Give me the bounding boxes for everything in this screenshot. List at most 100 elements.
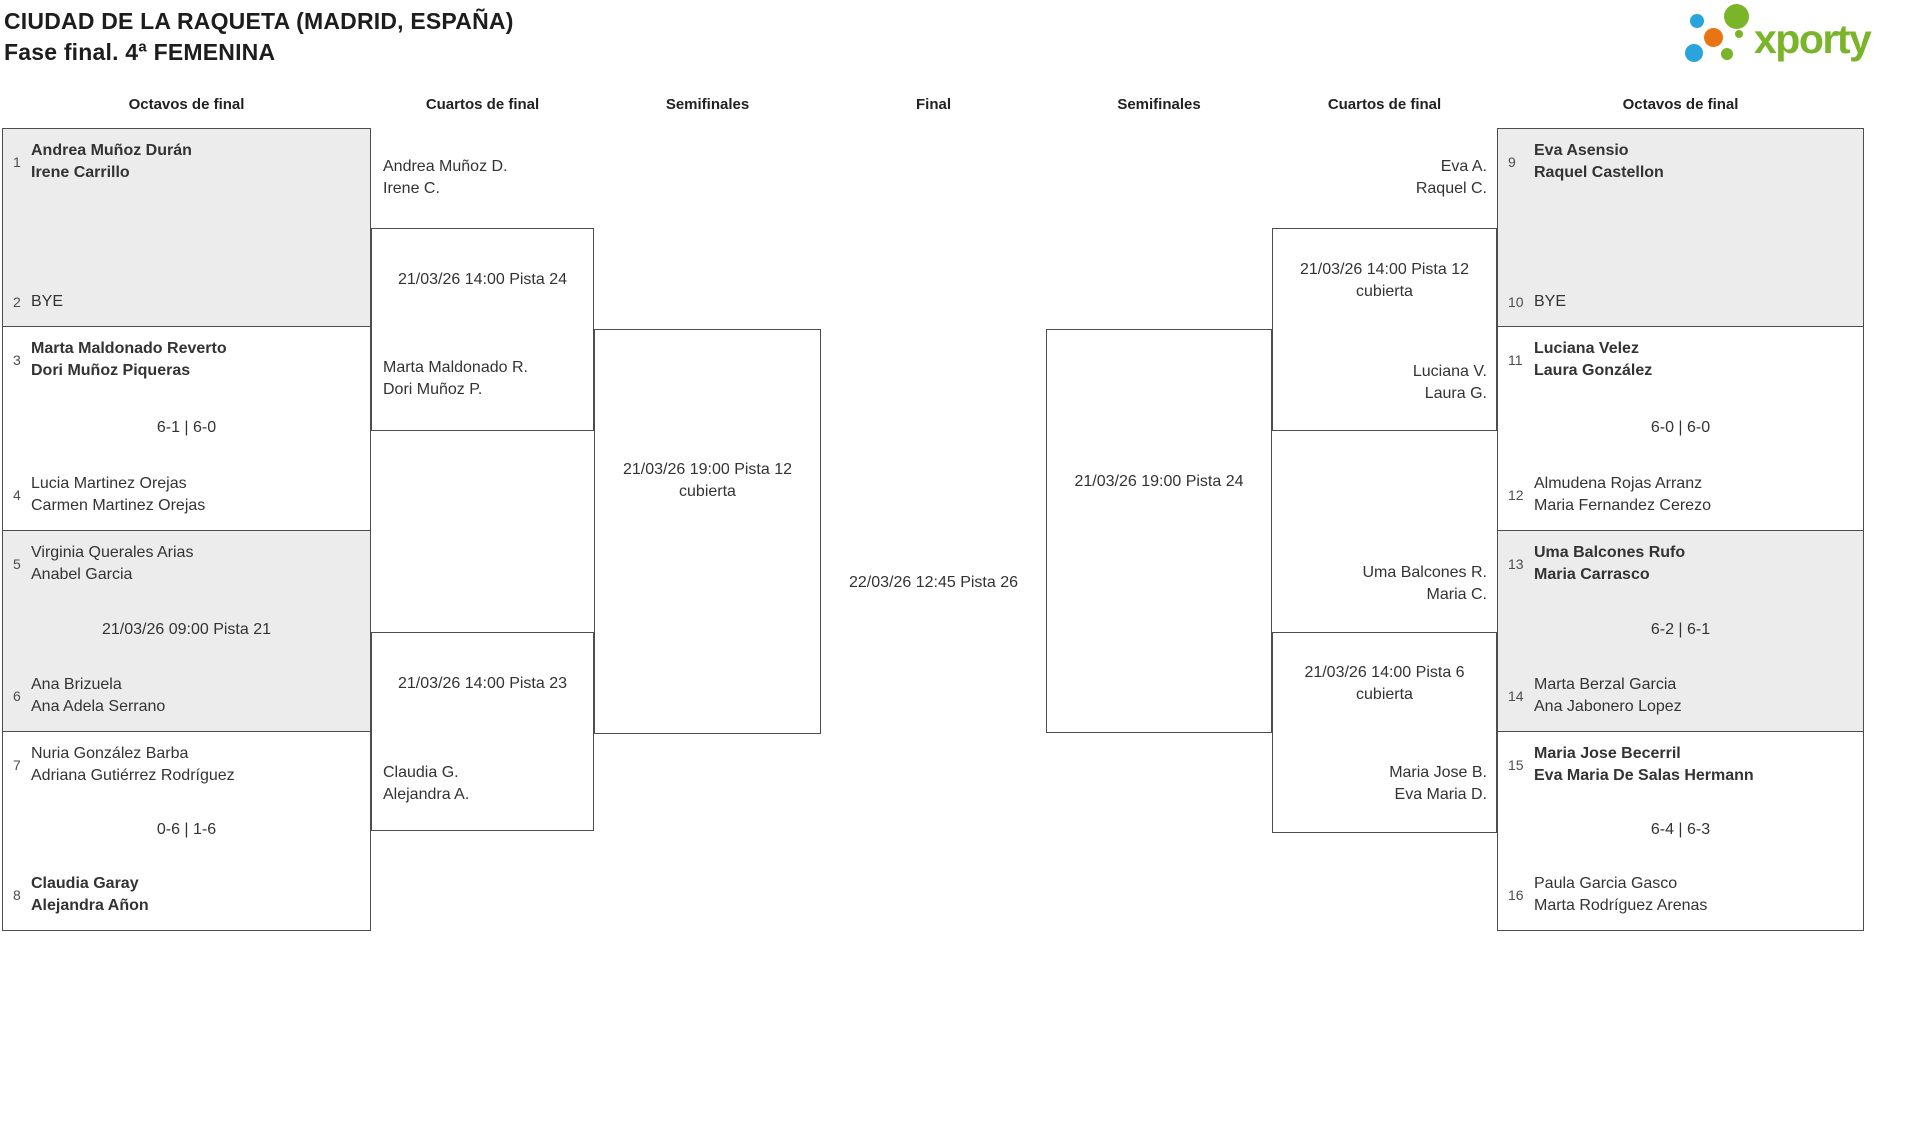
- seed-number: 15: [1508, 757, 1524, 773]
- match-schedule: 21/03/26 09:00 Pista 21: [101, 621, 272, 638]
- match-box-1-2[interactable]: 1 Andrea Muñoz Durán Irene Carrillo 2 BY…: [2, 128, 371, 327]
- player-name: Eva Asensio: [1534, 142, 1629, 159]
- qf4-team-bottom: Maria Jose B. Eva Maria D.: [1272, 762, 1487, 806]
- seed-number: 6: [13, 688, 21, 704]
- team-row: 12 Almudena Rojas Arranz Maria Fernandez…: [1508, 473, 1853, 517]
- schedule-line: 21/03/26 19:00 Pista 12: [622, 461, 793, 478]
- player-name: Marta Maldonado Reverto: [31, 340, 227, 357]
- quarterfinal-box-1[interactable]: [371, 228, 594, 431]
- seed-number: 13: [1508, 556, 1524, 572]
- player-name: Ana Adela Serrano: [31, 698, 166, 715]
- player-name: Almudena Rojas Arranz: [1534, 475, 1703, 492]
- qf1-team-top: Andrea Muñoz D. Irene C.: [383, 156, 508, 200]
- semifinal-box-left[interactable]: [594, 329, 821, 734]
- player-name: Raquel C.: [1415, 180, 1487, 197]
- seed-number: 5: [13, 556, 21, 572]
- seed-number: 9: [1508, 154, 1516, 170]
- team-row: 16 Paula Garcia Gasco Marta Rodríguez Ar…: [1508, 873, 1853, 917]
- seed-number: 12: [1508, 487, 1524, 503]
- round-header-semifinal-left: Semifinales: [665, 96, 750, 113]
- team-name: Ana Brizuela Ana Adela Serrano: [31, 674, 165, 718]
- team-row: 8 Claudia Garay Alejandra Añon: [13, 873, 360, 917]
- xporty-logo-text: xporty: [1754, 16, 1872, 62]
- logo-dot-orange: [1704, 28, 1723, 47]
- player-name: Uma Balcones Rufo: [1534, 544, 1686, 561]
- team-name: Claudia Garay Alejandra Añon: [31, 873, 149, 917]
- match-box-13-14[interactable]: 13 Uma Balcones Rufo Maria Carrasco 6-2 …: [1497, 530, 1864, 732]
- round-header-cuartos-right: Cuartos de final: [1327, 96, 1442, 113]
- player-name: Ana Brizuela: [31, 676, 122, 693]
- team-row: 10 BYE: [1508, 291, 1853, 313]
- player-name: Irene C.: [383, 180, 440, 197]
- player-name: Marta Maldonado R.: [383, 359, 528, 376]
- qf4-schedule: 21/03/26 14:00 Pista 6 cubierta: [1272, 662, 1497, 706]
- player-name: Nuria González Barba: [31, 745, 189, 762]
- player-name: Alejandra Añon: [31, 897, 149, 914]
- player-name: Carmen Martinez Orejas: [31, 497, 206, 514]
- logo-dot-blue-small: [1690, 14, 1704, 28]
- qf1-schedule: 21/03/26 14:00 Pista 24: [371, 269, 594, 291]
- player-name: Eva Maria De Salas Hermann: [1534, 767, 1754, 784]
- player-name: Laura González: [1534, 362, 1653, 379]
- schedule-line: 21/03/26 19:00 Pista 24: [1074, 473, 1244, 490]
- xporty-logo[interactable]: xporty: [1676, 4, 1916, 70]
- player-name: Marta Rodríguez Arenas: [1534, 897, 1708, 914]
- tournament-name: CIUDAD DE LA RAQUETA (MADRID, ESPAÑA): [4, 8, 514, 34]
- match-box-15-16[interactable]: 15 Maria Jose Becerril Eva Maria De Sala…: [1497, 731, 1864, 931]
- qf1-team-bottom: Marta Maldonado R. Dori Muñoz P.: [383, 357, 528, 401]
- team-row: 9 Eva Asensio Raquel Castellon: [1508, 140, 1853, 184]
- team-row: 4 Lucia Martinez Orejas Carmen Martinez …: [13, 473, 360, 517]
- quarterfinal-box-3[interactable]: [1272, 228, 1497, 431]
- team-name: Maria Jose Becerril Eva Maria De Salas H…: [1534, 743, 1754, 787]
- player-name: BYE: [1534, 293, 1567, 310]
- qf3-schedule: 21/03/26 14:00 Pista 12 cubierta: [1272, 259, 1497, 303]
- team-row: 11 Luciana Velez Laura González: [1508, 338, 1853, 382]
- player-name: Adriana Gutiérrez Rodríguez: [31, 767, 235, 784]
- team-name: Uma Balcones Rufo Maria Carrasco: [1534, 542, 1685, 586]
- player-name: BYE: [31, 293, 64, 310]
- round-header-octavos-left: Octavos de final: [128, 96, 245, 113]
- team-name: Eva Asensio Raquel Castellon: [1534, 140, 1664, 184]
- schedule-line: cubierta: [1356, 686, 1413, 703]
- seed-number: 8: [13, 887, 21, 903]
- team-row: 1 Andrea Muñoz Durán Irene Carrillo: [13, 140, 360, 184]
- match-box-11-12[interactable]: 11 Luciana Velez Laura González 6-0 | 6-…: [1497, 326, 1864, 531]
- sf-right-schedule: 21/03/26 19:00 Pista 24: [1046, 471, 1272, 493]
- seed-number: 7: [13, 757, 21, 773]
- player-name: Dori Muñoz P.: [383, 381, 483, 398]
- semifinal-box-right[interactable]: [1046, 329, 1272, 733]
- player-name: Alejandra A.: [383, 786, 470, 803]
- player-name: Marta Berzal Garcia: [1534, 676, 1677, 693]
- quarterfinal-box-2[interactable]: [371, 632, 594, 831]
- match-box-9-10[interactable]: 9 Eva Asensio Raquel Castellon 10 BYE: [1497, 128, 1864, 327]
- sf-left-schedule: 21/03/26 19:00 Pista 12 cubierta: [594, 459, 821, 503]
- team-name: Lucia Martinez Orejas Carmen Martinez Or…: [31, 473, 205, 517]
- schedule-line: cubierta: [1356, 283, 1413, 300]
- player-name: Luciana V.: [1412, 363, 1487, 380]
- schedule-line: 21/03/26 14:00 Pista 23: [397, 675, 568, 692]
- player-name: Luciana Velez: [1534, 340, 1639, 357]
- match-box-7-8[interactable]: 7 Nuria González Barba Adriana Gutiérrez…: [2, 731, 371, 931]
- match-box-3-4[interactable]: 3 Marta Maldonado Reverto Dori Muñoz Piq…: [2, 326, 371, 531]
- player-name: Maria Carrasco: [1534, 566, 1650, 583]
- player-name: Ana Jabonero Lopez: [1534, 698, 1682, 715]
- seed-number: 3: [13, 352, 21, 368]
- team-row: 7 Nuria González Barba Adriana Gutiérrez…: [13, 743, 360, 787]
- logo-dot-green-tiny: [1735, 30, 1743, 38]
- quarterfinal-box-4[interactable]: [1272, 632, 1497, 833]
- match-score: 6-0 | 6-0: [1650, 418, 1711, 436]
- round-header-final: Final: [915, 96, 951, 113]
- team-row: 14 Marta Berzal Garcia Ana Jabonero Lope…: [1508, 674, 1853, 718]
- team-name: Nuria González Barba Adriana Gutiérrez R…: [31, 743, 235, 787]
- player-name: Eva Maria D.: [1394, 786, 1487, 803]
- match-box-5-6[interactable]: 5 Virginia Querales Arias Anabel Garcia …: [2, 530, 371, 732]
- player-name: Uma Balcones R.: [1362, 564, 1488, 581]
- team-name: Andrea Muñoz Durán Irene Carrillo: [31, 140, 192, 184]
- qf2-team-bottom: Claudia G. Alejandra A.: [383, 762, 469, 806]
- team-name: Virginia Querales Arias Anabel Garcia: [31, 542, 193, 586]
- round-header-semifinal-right: Semifinales: [1117, 96, 1201, 113]
- round-header-octavos-right: Octavos de final: [1622, 96, 1739, 113]
- team-row: 5 Virginia Querales Arias Anabel Garcia: [13, 542, 360, 586]
- player-name: Dori Muñoz Piqueras: [31, 362, 191, 379]
